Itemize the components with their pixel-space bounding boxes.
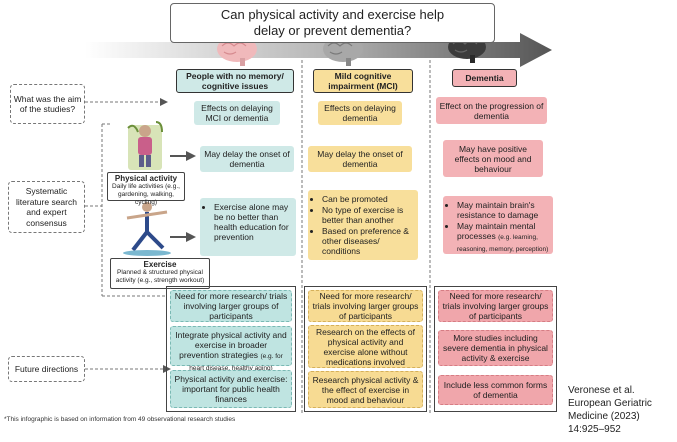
header-no-memory: People with no memory/ cognitive issues bbox=[176, 69, 294, 93]
pa-mci: May delay the onset of dementia bbox=[308, 146, 412, 172]
ex-no-memory-item: Exercise alone may be no better than hea… bbox=[214, 202, 292, 242]
reference-line: Medicine (2023) bbox=[568, 411, 640, 422]
future-no-memory-note: (e.g. for heart disease, healthy aging) bbox=[189, 353, 283, 372]
future-no-memory-2: Integrate physical activity and exercise… bbox=[170, 326, 292, 372]
physical-activity-desc: Daily life activities (e.g., gardening, … bbox=[112, 183, 180, 206]
footnote: *This infographic is based on informatio… bbox=[4, 416, 236, 423]
ex-mci-item: No type of exercise is better than anoth… bbox=[322, 205, 414, 225]
physical-activity-title: Physical activity bbox=[114, 174, 178, 183]
pa-dementia: May have positive effects on mood and be… bbox=[443, 140, 543, 177]
pa-no-memory: May delay the onset of dementia bbox=[200, 146, 294, 172]
physical-activity-label: Physical activity Daily life activities … bbox=[107, 172, 185, 206]
future-panel-no-memory bbox=[166, 286, 296, 412]
header-dementia: Dementia bbox=[452, 69, 517, 87]
future-no-memory-3: Physical activity and exercise: importan… bbox=[170, 370, 292, 408]
aim-mci: Effects on delaying dementia bbox=[318, 101, 402, 125]
exercise-title: Exercise bbox=[143, 260, 177, 269]
ex-mci-item: Based on preference & other diseases/ co… bbox=[322, 226, 414, 256]
future-mci-1: Need for more research/ trials involving… bbox=[308, 290, 423, 322]
row-label-aim: What was the aim of the studies? bbox=[10, 84, 85, 124]
exercising-person-icon bbox=[123, 202, 171, 256]
ex-mci: Can be promoted No type of exercise is b… bbox=[308, 190, 418, 260]
exercise-desc: Planned & structured physical activity (… bbox=[115, 269, 205, 284]
aim-dementia: Effect on the progression of dementia bbox=[436, 97, 547, 124]
reference: Veronese et al. European Geriatric Medic… bbox=[568, 384, 674, 436]
future-dementia-3: Include less common forms of dementia bbox=[438, 375, 553, 405]
reference-line: European Geriatric bbox=[568, 398, 652, 409]
ex-dementia-note: (e.g. learning, reasoning, memory, perce… bbox=[457, 234, 549, 253]
future-panel-mci bbox=[304, 286, 427, 412]
row-label-method: Systematic literature search and expert … bbox=[8, 181, 85, 233]
exercise-label: Exercise Planned & structured physical a… bbox=[110, 258, 210, 289]
future-dementia-1: Need for more research/ trials involving… bbox=[438, 290, 553, 322]
ex-dementia-item: May maintain mental processes (e.g. lear… bbox=[457, 221, 549, 255]
future-no-memory-1: Need for more research/ trials involving… bbox=[170, 290, 292, 322]
ex-dementia-item: May maintain brain's resistance to damag… bbox=[457, 200, 549, 220]
reference-line: Veronese et al. bbox=[568, 385, 635, 396]
future-mci-3: Research physical activity & the effect … bbox=[308, 371, 423, 408]
row-label-future: Future directions bbox=[8, 356, 85, 382]
ex-dementia: May maintain brain's resistance to damag… bbox=[443, 196, 553, 254]
ex-no-memory: Exercise alone may be no better than hea… bbox=[200, 198, 296, 256]
progression-arrow bbox=[85, 33, 552, 67]
header-mci: Mild cognitive impairment (MCI) bbox=[313, 69, 413, 93]
reference-line: 14:925–952 bbox=[568, 424, 621, 435]
title-line-1: Can physical activity and exercise help bbox=[220, 7, 445, 22]
title-box: Can physical activity and exercise help … bbox=[170, 3, 495, 43]
future-mci-2: Research on the effects of physical acti… bbox=[308, 325, 423, 368]
aim-no-memory: Effects on delaying MCI or dementia bbox=[194, 101, 280, 125]
future-dementia-2: More studies including severe dementia i… bbox=[438, 330, 553, 366]
ex-mci-item: Can be promoted bbox=[322, 194, 414, 204]
gardening-person-icon bbox=[127, 121, 163, 170]
title-line-2: delay or prevent dementia? bbox=[253, 23, 412, 38]
future-panel-dementia bbox=[434, 286, 557, 412]
